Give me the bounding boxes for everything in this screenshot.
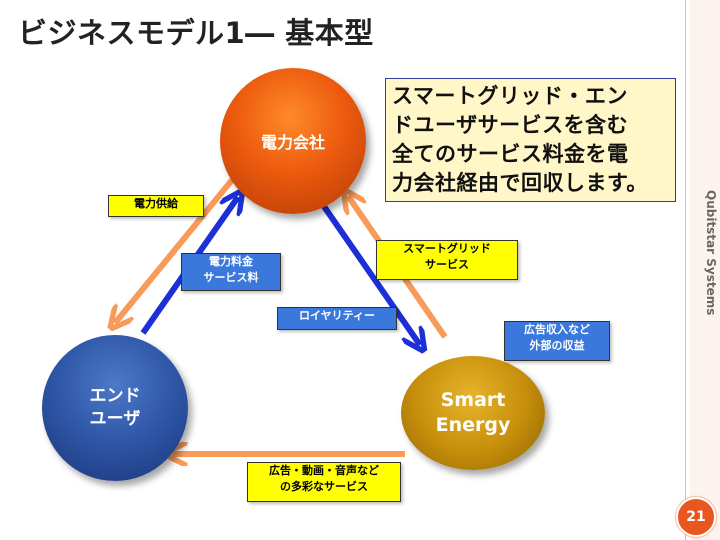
callout-line: 全てのサービス料金を電 bbox=[392, 141, 629, 166]
page-number: 21 bbox=[686, 509, 706, 525]
label-smart-grid-service: スマートグリッド サービス bbox=[376, 240, 518, 280]
node-smart-energy-line2: Energy bbox=[435, 414, 511, 436]
label-royalty: ロイヤリティー bbox=[277, 307, 397, 330]
callout-line: 力会社経由で回収します。 bbox=[392, 170, 648, 195]
node-end-user-line1: エンド bbox=[89, 386, 141, 407]
page-number-badge: 21 bbox=[676, 497, 716, 537]
callout-line: スマートグリッド・エン bbox=[392, 84, 628, 108]
label-ad-revenue: 広告収入など 外部の収益 bbox=[504, 321, 610, 361]
arrow-royalty bbox=[320, 203, 420, 345]
node-power-company-label: 電力会社 bbox=[260, 133, 325, 152]
node-power-company: 電力会社 bbox=[220, 68, 366, 214]
arrow-power-supply bbox=[115, 178, 235, 323]
callout-line: ドユーザサービスを含む bbox=[392, 112, 629, 137]
callout-box: スマートグリッド・エン ドユーザサービスを含む 全てのサービス料金を電 力会社経… bbox=[385, 78, 676, 202]
edge-rule bbox=[685, 0, 686, 540]
label-services: 広告・動画・音声など の多彩なサービス bbox=[247, 462, 401, 502]
page-title: ビジネスモデル1― 基本型 bbox=[18, 16, 374, 50]
label-power-supply: 電力供給 bbox=[108, 195, 204, 217]
node-smart-energy-line1: Smart bbox=[440, 389, 506, 412]
edge-band bbox=[690, 0, 720, 540]
node-end-user: エンド ユーザ bbox=[42, 335, 188, 481]
node-end-user-line2: ユーザ bbox=[89, 409, 141, 429]
node-smart-energy: Smart Energy bbox=[401, 356, 545, 470]
brand-name: Qubitstar Systems bbox=[704, 190, 718, 316]
label-fee: 電力料金 サービス料 bbox=[181, 253, 281, 291]
